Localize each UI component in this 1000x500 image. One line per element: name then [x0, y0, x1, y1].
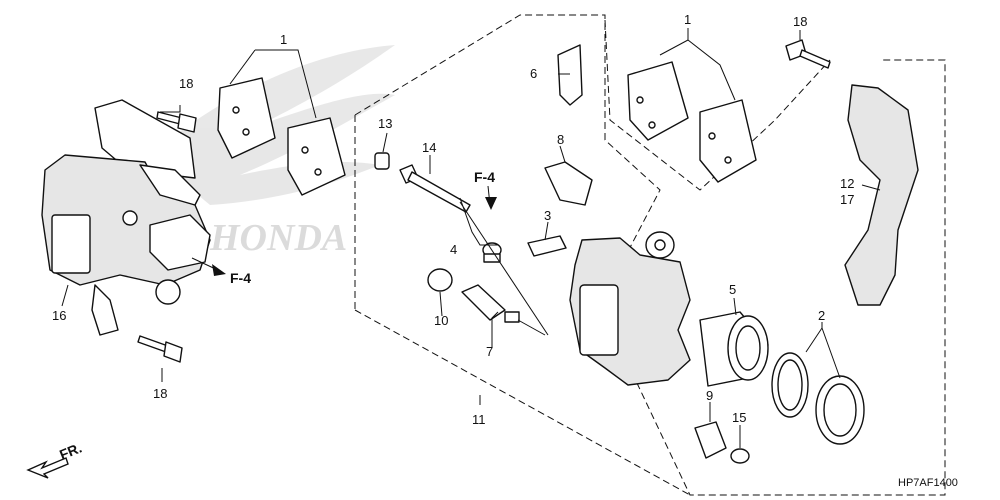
callout-10: 10 — [434, 313, 448, 328]
callout-6: 6 — [530, 66, 537, 81]
callout-9: 9 — [706, 388, 713, 403]
caliper-body — [569, 231, 691, 386]
callout-18-right: 18 — [793, 14, 807, 29]
watermark-text: HONDA — [209, 217, 347, 259]
boot-9 — [694, 421, 727, 459]
callout-12: 12 — [840, 176, 854, 191]
pin-7 — [461, 284, 520, 323]
left-bolt-lower — [137, 335, 183, 363]
callout-17: 17 — [840, 192, 854, 207]
caliper-bracket — [844, 84, 919, 306]
callout-1-left: 1 — [280, 32, 287, 47]
left-brake-pads — [217, 77, 346, 196]
callout-13: 13 — [378, 116, 392, 131]
pad-spring-6 — [557, 44, 583, 106]
callout-7: 7 — [486, 344, 493, 359]
callout-16: 16 — [52, 308, 66, 323]
seal-set-2 — [771, 352, 865, 445]
callout-5: 5 — [729, 282, 736, 297]
callout-4: 4 — [450, 242, 457, 257]
callout-18-left-upper: 18 — [179, 76, 193, 91]
sleeve-8 — [544, 161, 593, 206]
front-direction-arrow: FR. — [26, 439, 84, 479]
callout-18-left-lower: 18 — [153, 386, 167, 401]
leader-lines — [61, 28, 881, 448]
assembled-caliper — [41, 99, 211, 336]
boot-10 — [427, 268, 453, 292]
piston-5 — [699, 311, 769, 387]
boot-13 — [374, 152, 390, 170]
ref-arrow-right — [485, 185, 497, 210]
left-bolt-upper — [156, 111, 197, 133]
callout-14: 14 — [422, 140, 436, 155]
callout-1-right: 1 — [684, 12, 691, 27]
pin-14 — [399, 164, 471, 213]
assembly-bottom-left — [354, 309, 691, 496]
right-bolt — [785, 39, 831, 69]
bleeder-valve-3 — [527, 235, 567, 257]
ref-arrow-left — [191, 257, 226, 276]
callout-15: 15 — [732, 410, 746, 425]
right-brake-pads — [627, 61, 757, 183]
washer-15 — [730, 448, 750, 464]
callout-8: 8 — [557, 132, 564, 147]
callout-2: 2 — [818, 308, 825, 323]
pad-group-outline — [604, 19, 831, 191]
ref-mark-right: F-4 — [474, 169, 495, 185]
callout-3: 3 — [544, 208, 551, 223]
diagram-code: HP7AF1400 — [898, 477, 958, 489]
callout-11: 11 — [472, 412, 486, 427]
front-direction-label: FR. — [57, 439, 84, 462]
ref-mark-left: F-4 — [230, 270, 251, 286]
